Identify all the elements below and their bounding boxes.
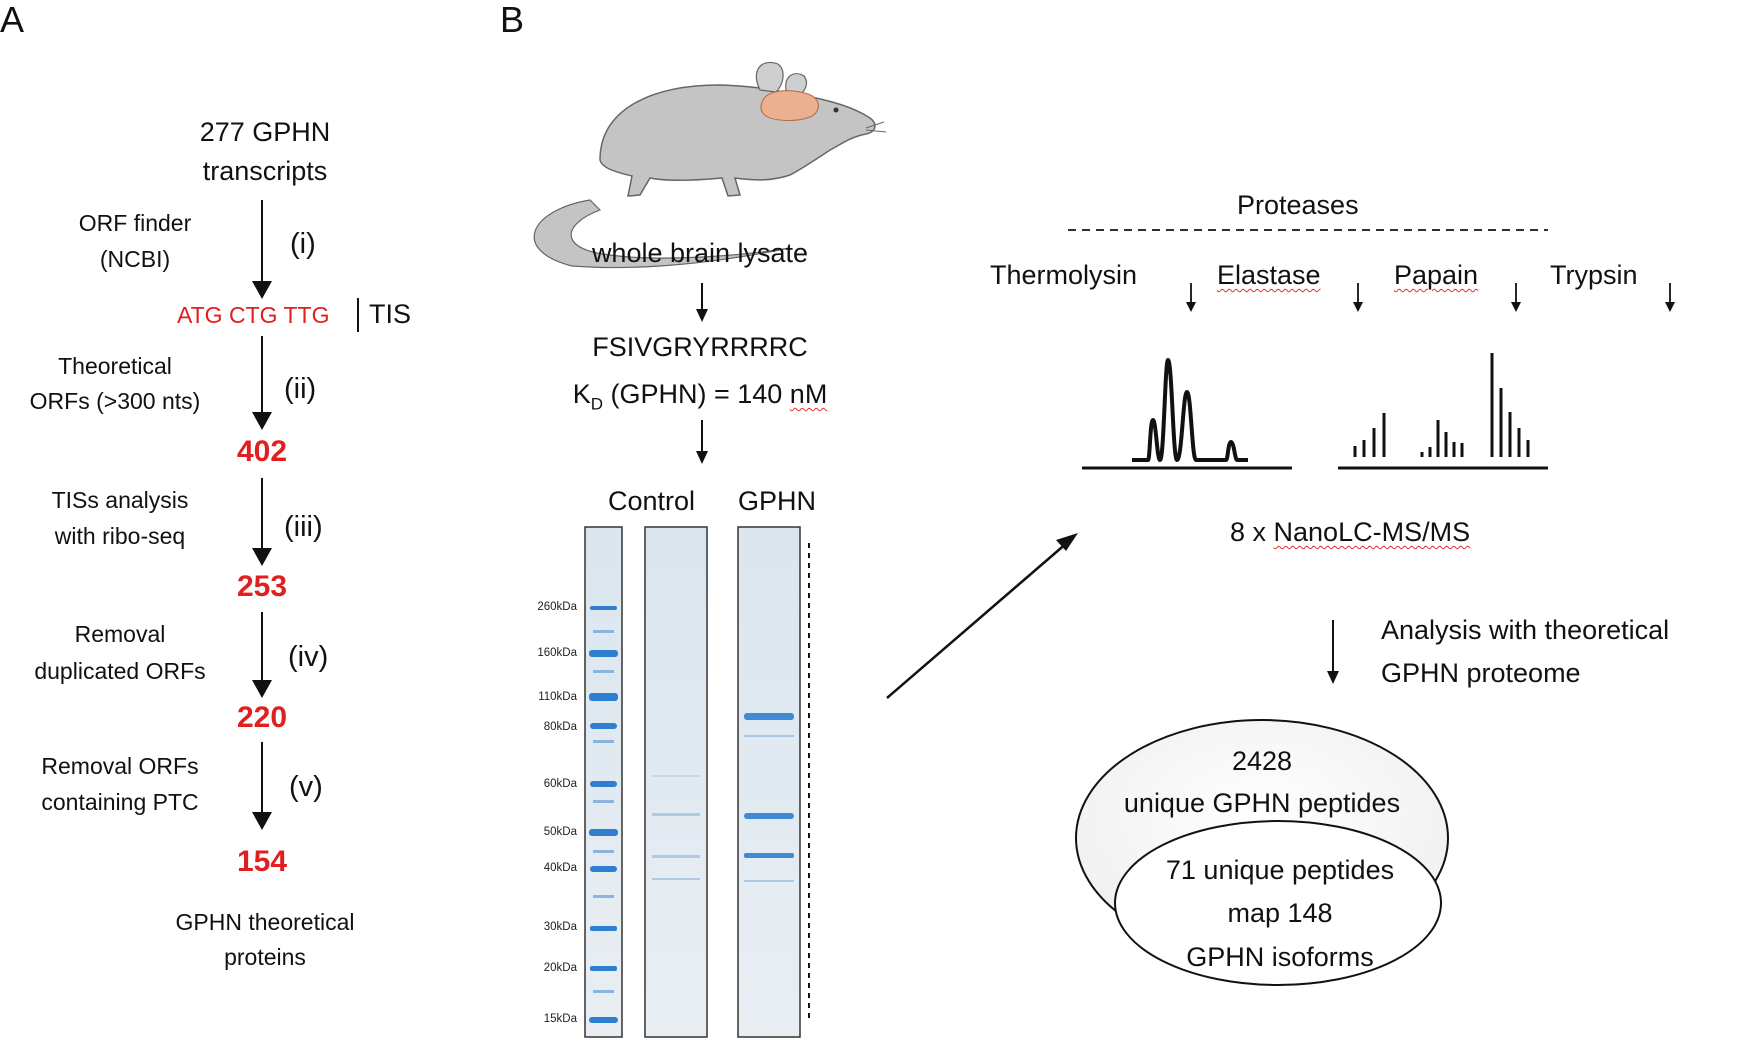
marker-110: 110kDa	[538, 691, 577, 703]
kd-text: (GPHN) = 140	[602, 379, 790, 409]
protease-arrows	[1186, 283, 1675, 312]
ms-method: NanoLC-MS/MS	[1273, 517, 1471, 547]
flow-arrows-a	[252, 200, 272, 830]
codon-list: ATG CTG TTG	[177, 302, 330, 328]
analysis-arrow	[1327, 620, 1339, 684]
mouse-illustration	[533, 61, 887, 269]
panel-a-label: A	[0, 0, 25, 40]
step-3-label-line2: with ribo-seq	[54, 523, 186, 549]
transcripts-label: transcripts	[202, 156, 328, 186]
inner-ellipse	[1114, 820, 1442, 986]
panel-b-label: B	[500, 0, 525, 40]
kd-symbol: K	[572, 379, 591, 409]
step-5-roman: (v)	[289, 771, 323, 803]
step-1-label-line2: (NCBI)	[99, 246, 171, 272]
gphn-bands	[744, 713, 794, 882]
marker-20: 20kDa	[543, 962, 577, 974]
protease-thermolysin: Thermolysin	[990, 260, 1138, 290]
tis-label: TIS	[369, 299, 412, 329]
control-bands	[652, 775, 700, 880]
protease-papain: Papain	[1394, 260, 1479, 290]
ms-prefix: 8 x	[1230, 517, 1274, 547]
inner-line2: map 148	[1227, 898, 1333, 928]
transcripts-count: 277 GPHN	[199, 117, 331, 147]
kd-value: KD (GPHN) = 140 nM	[540, 379, 860, 414]
marker-80: 80kDa	[543, 721, 577, 733]
step-4-roman: (iv)	[288, 641, 329, 673]
ms-method-label: 8 x NanoLC-MS/MS	[1230, 519, 1470, 546]
protease-elastase: Elastase	[1217, 260, 1321, 290]
count-220: 220	[236, 701, 288, 734]
step-3-label-line1: TISs analysis	[51, 487, 189, 513]
outer-label: unique GPHN peptides	[1123, 788, 1401, 818]
inner-line1: 71 unique peptides	[1165, 855, 1395, 885]
step-2-label-line1: Theoretical	[58, 353, 172, 379]
kd-subscript: D	[590, 394, 603, 414]
mass-spectrum	[1338, 353, 1548, 470]
end-label-line2: proteins	[224, 944, 306, 970]
step-1-label-line1: ORF finder	[78, 210, 192, 236]
step-5-label-line2: containing PTC	[41, 789, 199, 815]
marker-15: 15kDa	[543, 1013, 577, 1025]
marker-160: 160kDa	[537, 647, 577, 659]
step-2-roman: (ii)	[284, 373, 317, 405]
protease-trypsin: Trypsin	[1550, 260, 1638, 290]
marker-50: 50kDa	[543, 826, 577, 838]
brain-highlight	[760, 90, 819, 121]
step-4-label-line2: duplicated ORFs	[34, 658, 206, 684]
flow-arrows-b	[696, 283, 708, 464]
count-402: 402	[236, 435, 288, 468]
peptide-sequence: FSIVGRYRRRRC	[592, 332, 808, 362]
count-253: 253	[236, 570, 288, 603]
marker-60: 60kDa	[543, 778, 577, 790]
ladder-bands	[589, 606, 618, 1023]
count-154: 154	[236, 845, 288, 878]
gel-image	[584, 526, 810, 1038]
kd-unit: nM	[789, 379, 828, 409]
outer-count: 2428	[1231, 746, 1293, 776]
step-4-label-line1: Removal	[74, 621, 166, 647]
step-2-label-line2: ORFs (>300 nts)	[29, 388, 201, 414]
proteases-title: Proteases	[1237, 190, 1359, 220]
step-3-roman: (iii)	[284, 511, 323, 543]
sample-label: whole brain lysate	[591, 238, 809, 268]
marker-260: 260kDa	[537, 601, 577, 613]
chromatogram	[1082, 358, 1292, 470]
end-label-line1: GPHN theoretical	[175, 909, 355, 935]
inner-line3: GPHN isoforms	[1186, 942, 1374, 972]
step-1-roman: (i)	[290, 228, 316, 260]
step-5-label-line1: Removal ORFs	[41, 753, 199, 779]
analysis-line2: GPHN proteome	[1381, 658, 1581, 688]
marker-30: 30kDa	[543, 921, 577, 933]
marker-40: 40kDa	[543, 862, 577, 874]
diagonal-arrow	[886, 533, 1078, 699]
lane-label-control: Control	[608, 486, 696, 516]
lane-label-gphn: GPHN	[738, 486, 817, 516]
analysis-line1: Analysis with theoretical	[1381, 615, 1670, 645]
